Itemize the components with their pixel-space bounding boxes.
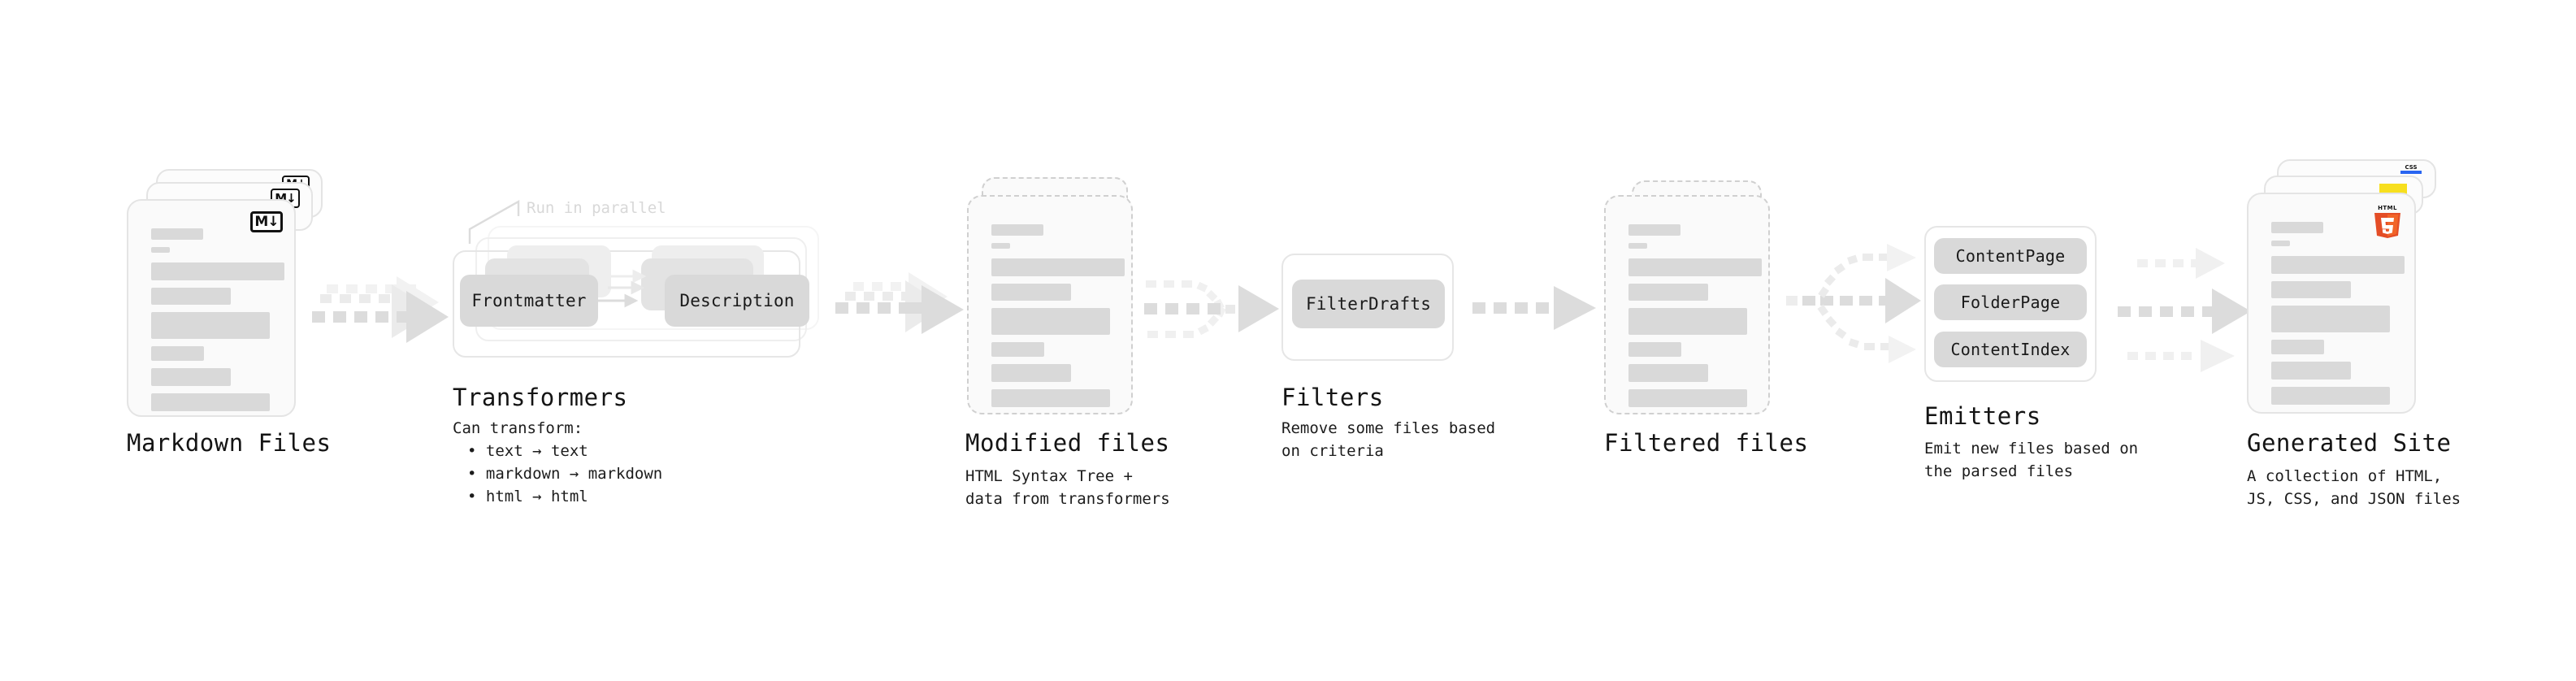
generated-site-title: Generated Site [2247,429,2452,457]
css-badge: CSS [2400,164,2422,176]
generated-site-subtitle: A collection of HTML, JS, CSS, and JSON … [2247,467,2461,508]
skeleton-lines [151,228,284,419]
skeleton-lines [2271,222,2405,412]
emitter-chip-contentpage[interactable]: ContentPage [1934,238,2087,274]
skeleton-line [151,228,203,240]
emitter-chip-contentindex[interactable]: ContentIndex [1934,332,2087,367]
site-file-card-html: HTML [2247,193,2416,414]
skeleton-line [991,243,1010,249]
skeleton-line [991,364,1071,382]
skeleton-line [991,284,1071,301]
arrow-lane-front [1472,286,1596,330]
skeleton-lines [991,224,1125,414]
skeleton-line [1628,364,1708,382]
skeleton-line [991,389,1110,407]
skeleton-line [991,308,1110,335]
skeleton-lines [1628,224,1762,414]
filter-chip-filterdrafts[interactable]: FilterDrafts [1292,280,1445,328]
emitter-chip-folderpage[interactable]: FolderPage [1934,284,2087,320]
html5-badge: HTML [2372,202,2403,238]
skeleton-line [2271,256,2405,274]
arrow-transformers-to-modified [835,272,964,334]
emitters-title: Emitters [1924,402,2041,430]
arrow-filters-to-filtered [1472,286,1596,330]
skeleton-line [151,262,284,280]
skeleton-line [151,247,170,253]
modified-file-card-front [967,195,1133,414]
transformers-title: Transformers [453,384,628,411]
skeleton-line [1628,308,1747,335]
filters-group [1281,254,1454,361]
filters-subtitle: Remove some files based on criteria [1281,419,1496,460]
arrow-lane-front [835,285,964,334]
skeleton-line [1628,258,1762,276]
transformer-chip-description[interactable]: Description [665,275,809,327]
markdown-file-card-front: M↓ [127,199,296,417]
skeleton-line [2271,241,2290,246]
split-lane-top [1818,244,1916,298]
skeleton-line [991,258,1125,276]
skeleton-line [151,288,231,305]
markdown-badge-mid: M↓ [271,189,300,208]
arrow-filtered-to-emitters [1786,244,1921,363]
arrow-lane-front [312,291,449,343]
skeleton-line [1628,224,1680,236]
skeleton-line [991,342,1044,357]
skeleton-line [2271,362,2351,380]
transformers-bullet-1: • text → text [467,442,588,460]
arrow-lane-top [2137,248,2225,279]
skeleton-line [2271,340,2324,354]
split-lane-center [1786,278,1921,323]
filtered-files-title: Filtered files [1604,429,1809,457]
svg-text:HTML: HTML [2378,205,2397,211]
skeleton-line [1628,389,1747,407]
merge-lane-center [1144,285,1279,332]
split-lane-bottom [1817,304,1916,363]
skeleton-line [2271,387,2390,405]
markdown-badge: M↓ [250,211,283,232]
arrow-md-to-transformers [312,276,449,343]
run-in-parallel-label: Run in parallel [527,199,666,217]
transformers-subtitle-heading: Can transform: [453,419,583,437]
skeleton-line [1628,342,1681,357]
skeleton-line [2271,222,2323,233]
modified-files-title: Modified files [965,429,1170,457]
css-badge-text: CSS [2405,164,2418,171]
emitters-subtitle: Emit new files based on the parsed files [1924,440,2139,480]
transformers-bullet-2: • markdown → markdown [467,465,663,483]
skeleton-line [2271,306,2390,332]
skeleton-line [1628,243,1647,249]
transformer-inner-arrows [598,269,647,308]
merge-lane-top [1146,280,1225,310]
skeleton-line [151,312,270,339]
arrow-emitters-to-site [2118,248,2251,372]
arrow-lane-bottom [2127,340,2235,372]
skeleton-line [151,346,204,361]
filtered-file-card-front [1604,195,1770,414]
run-in-parallel-bracket [468,199,520,244]
skeleton-line [2271,281,2351,298]
arrow-modified-to-filters [1144,280,1279,338]
arrow-lane-center [2118,288,2251,334]
transformers-bullet-3: • html → html [467,488,588,505]
skeleton-line [151,393,270,411]
skeleton-line [991,224,1043,236]
markdown-files-title: Markdown Files [127,429,332,457]
skeleton-line [1628,284,1708,301]
css-badge-bar [2400,171,2422,174]
skeleton-line [151,368,231,386]
emitters-group [1924,226,2097,382]
filters-title: Filters [1281,384,1384,411]
transformer-chip-frontmatter[interactable]: Frontmatter [460,275,598,327]
js-badge [2379,184,2407,195]
modified-files-subtitle: HTML Syntax Tree + data from transformer… [965,467,1170,508]
